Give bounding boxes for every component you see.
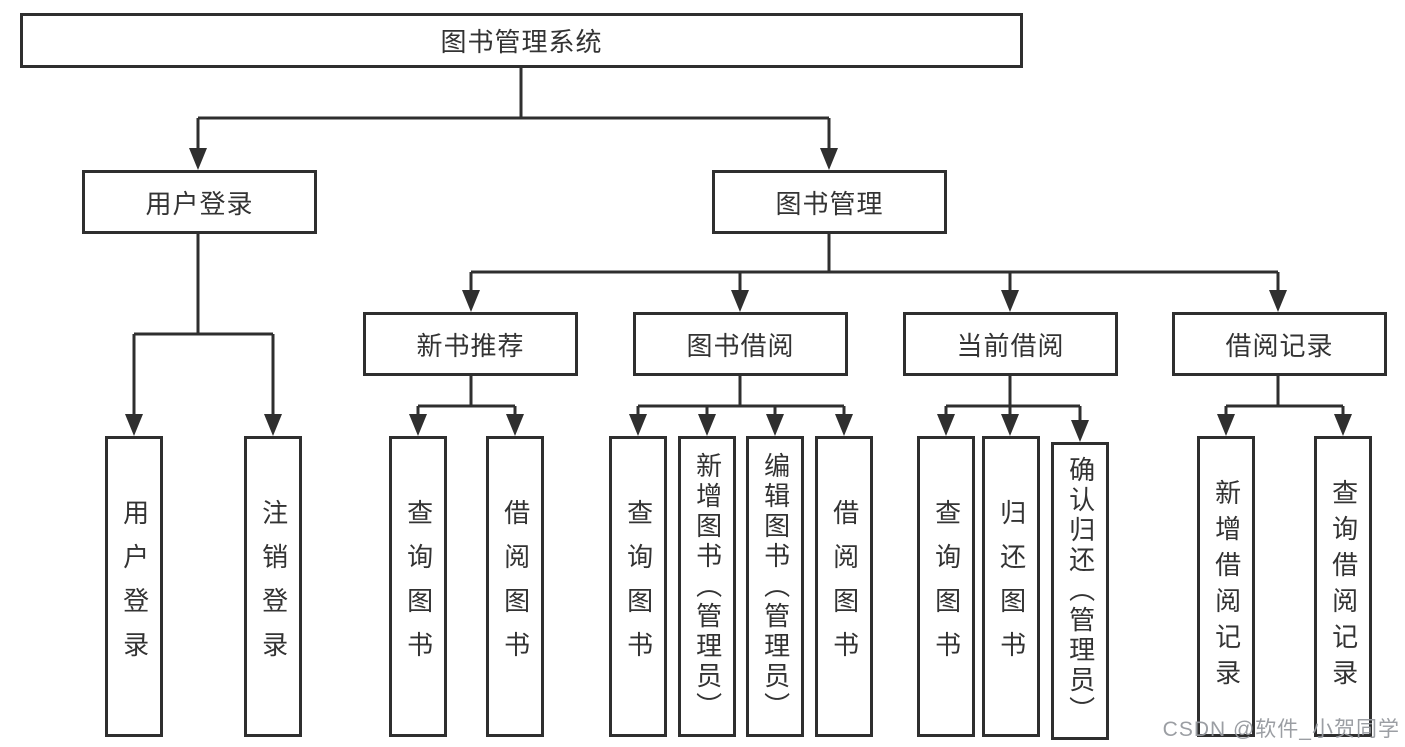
- leaf-borrow-books-borrowing: 借阅图书: [815, 436, 873, 737]
- node-current-borrowing-label: 当前借阅: [956, 330, 1065, 361]
- leaf-logout: 注销登录: [244, 436, 302, 737]
- leaf-query-borrow-record: 查询借阅记录: [1314, 436, 1372, 737]
- leaf-add-borrow-record: 新增借阅记录: [1197, 436, 1255, 737]
- node-current-borrowing: 当前借阅: [903, 312, 1118, 376]
- connector-lines: [132, 68, 1345, 422]
- leaf-query-books-borrowing-label: 查询图书: [623, 498, 654, 675]
- leaf-user-login: 用户登录: [105, 436, 163, 737]
- arrow-heads: [125, 148, 1352, 442]
- leaf-add-book-admin: 新增图书（管理员）: [678, 436, 736, 737]
- node-borrowing-records: 借阅记录: [1172, 312, 1387, 376]
- node-user-login-label: 用户登录: [145, 188, 254, 219]
- leaf-borrow-books-borrowing-label: 借阅图书: [829, 498, 860, 675]
- node-new-book-recommend-label: 新书推荐: [416, 330, 525, 361]
- node-user-login: 用户登录: [82, 170, 317, 234]
- leaf-user-login-label: 用户登录: [119, 498, 150, 675]
- node-book-borrowing: 图书借阅: [633, 312, 848, 376]
- node-library-system-label: 图书管理系统: [440, 27, 603, 57]
- leaf-edit-book-admin-label: 编辑图书（管理员）: [760, 451, 791, 722]
- leaf-edit-book-admin: 编辑图书（管理员）: [746, 436, 804, 737]
- leaf-borrow-books-recommend-label: 借阅图书: [500, 498, 531, 675]
- leaf-return-book: 归还图书: [982, 436, 1040, 737]
- leaf-query-books-recommend: 查询图书: [389, 436, 447, 737]
- leaf-add-book-admin-label: 新增图书（管理员）: [692, 451, 723, 722]
- node-book-borrowing-label: 图书借阅: [686, 330, 795, 361]
- leaf-borrow-books-recommend: 借阅图书: [486, 436, 544, 737]
- watermark-text: CSDN @软件_小贺同学: [1162, 718, 1400, 741]
- node-book-management-label: 图书管理: [775, 188, 884, 219]
- leaf-query-books-current: 查询图书: [917, 436, 975, 737]
- leaf-add-borrow-record-label: 新增借阅记录: [1211, 478, 1242, 695]
- leaf-query-books-current-label: 查询图书: [931, 498, 962, 675]
- leaf-query-books-recommend-label: 查询图书: [403, 498, 434, 675]
- node-library-system: 图书管理系统: [20, 13, 1023, 68]
- leaf-return-book-label: 归还图书: [996, 498, 1027, 675]
- leaf-query-borrow-record-label: 查询借阅记录: [1328, 478, 1359, 695]
- node-book-management: 图书管理: [712, 170, 947, 234]
- node-borrowing-records-label: 借阅记录: [1225, 330, 1334, 361]
- leaf-confirm-return-admin-label: 确认归还（管理员）: [1065, 456, 1096, 726]
- leaf-logout-label: 注销登录: [258, 498, 289, 675]
- node-new-book-recommend: 新书推荐: [363, 312, 578, 376]
- leaf-query-books-borrowing: 查询图书: [609, 436, 667, 737]
- leaf-confirm-return-admin: 确认归还（管理员）: [1051, 442, 1109, 740]
